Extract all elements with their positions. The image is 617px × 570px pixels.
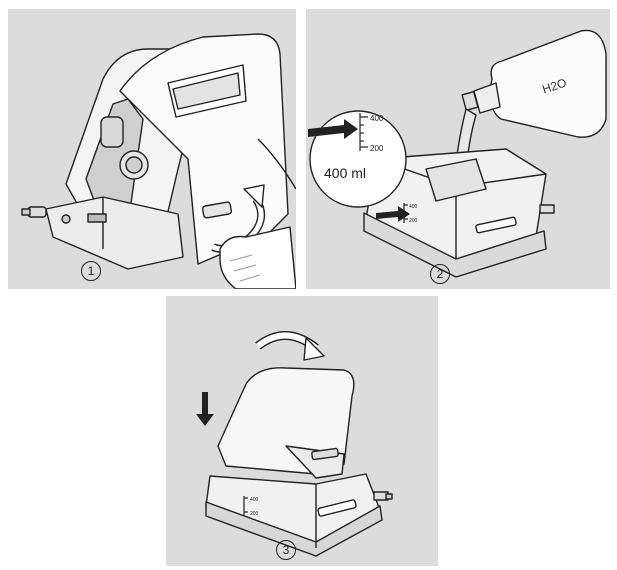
tray-scale-top: 400 [409, 204, 418, 210]
close-lid-illustration: 400 200 [166, 296, 438, 566]
volume-label: 400 ml [324, 165, 366, 181]
step-number-2: 2 [430, 264, 450, 284]
humidifier-open-lid-illustration [8, 9, 296, 289]
magnified-scale-top: 400 [370, 114, 384, 123]
magnified-scale-bottom: 200 [370, 144, 384, 153]
step-1-panel: 1 [8, 9, 296, 289]
step-number-3: 3 [276, 540, 296, 560]
panel3-scale-top: 400 [250, 497, 259, 503]
step-2-panel: 400 200 400 200 400 ml H2O 2 [306, 9, 610, 289]
panel3-scale-bottom: 200 [250, 511, 259, 517]
step-3-panel: 400 200 3 [166, 296, 438, 566]
step-number-1: 1 [81, 261, 101, 281]
fill-water-chamber-illustration: 400 200 400 200 [306, 9, 610, 289]
tray-scale-bottom: 200 [409, 218, 418, 224]
